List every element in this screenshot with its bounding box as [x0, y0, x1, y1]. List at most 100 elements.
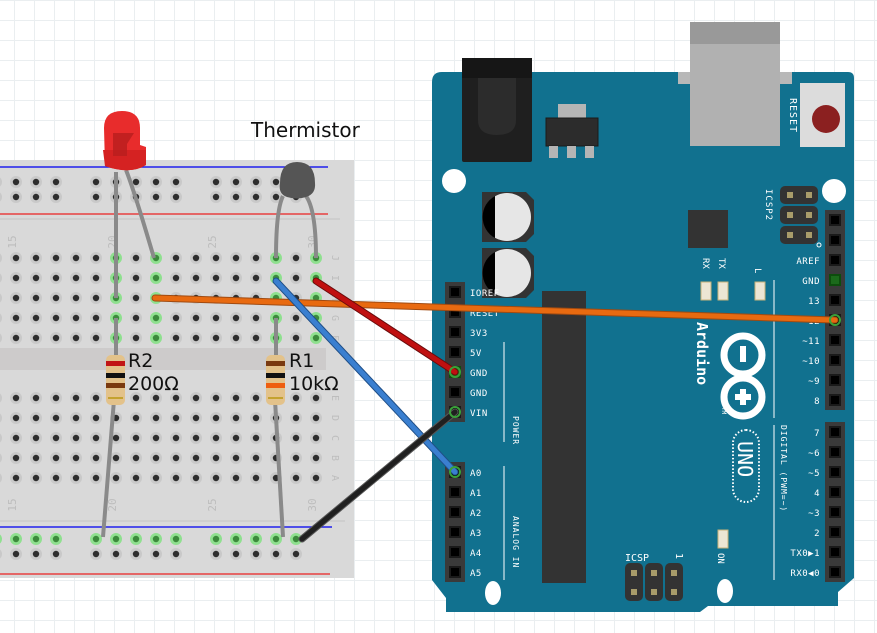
capacitor	[482, 248, 534, 298]
pin-label: ~9	[808, 377, 820, 387]
icsp2-label: ICSP2	[763, 189, 773, 221]
breadboard-hole-center	[12, 414, 20, 422]
rail-hole-center	[12, 193, 20, 201]
rail-hole-center	[32, 193, 40, 201]
wire-endpoints	[449, 314, 841, 478]
pin-label: GND	[470, 389, 488, 399]
breadboard-hole-center	[132, 474, 140, 482]
header-pin-socket	[831, 488, 839, 496]
resistor-r2[interactable]	[101, 318, 125, 538]
analog-section-label: ANALOG IN	[511, 516, 520, 568]
header-pin-socket	[451, 528, 459, 536]
row-letter-label: H	[329, 295, 340, 301]
thermistor[interactable]	[274, 162, 318, 259]
pin-label: RX0◀0	[790, 569, 820, 579]
breadboard-hole-center	[32, 414, 40, 422]
rail-hole	[0, 549, 2, 559]
rail-hole-center	[152, 550, 160, 558]
row-letter-label: D	[329, 415, 340, 421]
rail-hole-center	[112, 535, 120, 543]
header-pin-socket	[451, 508, 459, 516]
r1-value-label: 10kΩ	[289, 373, 339, 395]
wire-orange-d12[interactable]	[151, 294, 839, 324]
breadboard-hole-center	[52, 474, 60, 482]
red-led[interactable]	[103, 111, 156, 298]
rail-hole-center	[232, 193, 240, 201]
icsp-label: ICSP	[625, 553, 649, 564]
rail-hole-center	[12, 535, 20, 543]
rail-hole-center	[272, 550, 280, 558]
rail-hole-center	[172, 193, 180, 201]
header-pin-socket	[831, 528, 839, 536]
breadboard-hole-center	[192, 254, 200, 262]
breadboard-hole-center	[172, 414, 180, 422]
breadboard-hole-center	[52, 334, 60, 342]
rail-hole-center	[12, 550, 20, 558]
wire-red-5v[interactable]	[312, 277, 459, 376]
breadboard-hole-center	[152, 474, 160, 482]
breadboard-hole-center	[132, 294, 140, 302]
breadboard-hole-center	[32, 454, 40, 462]
header-strip	[445, 462, 465, 582]
breadboard-hole-center	[72, 414, 80, 422]
breadboard-hole-center	[292, 474, 300, 482]
wire-endpoint	[829, 314, 841, 326]
rail-hole-center	[112, 550, 120, 558]
breadboard-hole-center	[152, 274, 160, 282]
breadboard-hole-center	[232, 314, 240, 322]
breadboard-hole	[0, 453, 2, 463]
thermistor-label: Thermistor	[250, 118, 361, 142]
rail-hole-center	[252, 193, 260, 201]
breadboard-hole-center	[232, 254, 240, 262]
breadboard-hole	[0, 313, 2, 323]
header-pin-socket	[831, 508, 839, 516]
breadboard-hole-center	[172, 454, 180, 462]
board-pcb	[432, 72, 854, 612]
pin-label: ~6	[808, 449, 820, 459]
pin-label: A2	[470, 509, 482, 519]
reset-button-cap[interactable]	[812, 105, 840, 133]
breadboard-hole-center	[212, 254, 220, 262]
regulator-leg	[585, 146, 594, 158]
arduino-uno-board: RESET	[432, 22, 854, 612]
pin-label: 7	[814, 429, 820, 439]
rail-hole-center	[212, 178, 220, 186]
trademark-text: TM	[720, 407, 727, 415]
power-section-label: POWER	[511, 416, 520, 445]
pin-label: A4	[470, 549, 482, 559]
pin-label: 2	[814, 529, 820, 539]
rail-hole-center	[212, 535, 220, 543]
breadboard-hole-center	[132, 314, 140, 322]
breadboard-hole-center	[292, 394, 300, 402]
pin-label: A0	[470, 469, 482, 479]
pin-label: ~3	[808, 509, 820, 519]
breadboard-hole-center	[12, 294, 20, 302]
breadboard-hole-center	[252, 434, 260, 442]
row-letter-label: E	[329, 395, 340, 401]
usb-chip	[688, 210, 728, 248]
pin-label: 13	[808, 297, 820, 307]
usb-connector-top	[690, 22, 780, 44]
breadboard-hole-center	[12, 254, 20, 262]
resistor-r1[interactable]	[266, 318, 285, 538]
wire-black-gnd[interactable]	[298, 408, 459, 543]
breadboard-hole-center	[292, 314, 300, 322]
breadboard-hole-center	[252, 334, 260, 342]
header-pin-socket	[451, 328, 459, 336]
breadboard-hole-center	[32, 294, 40, 302]
rail-hole	[0, 192, 2, 202]
breadboard-hole-center	[52, 454, 60, 462]
header-pin-socket	[831, 336, 839, 344]
row-letter-label: C	[329, 435, 340, 441]
uno-model-text: UNO	[733, 441, 757, 477]
rail-hole	[0, 534, 2, 544]
breadboard-hole-center	[72, 254, 80, 262]
breadboard-hole-center	[12, 334, 20, 342]
breadboard-hole-center	[212, 454, 220, 462]
breadboard-hole-center	[152, 314, 160, 322]
breadboard-hole-center	[212, 434, 220, 442]
header-pin-socket	[831, 428, 839, 436]
breadboard-hole-center	[232, 334, 240, 342]
rail-hole-center	[172, 550, 180, 558]
